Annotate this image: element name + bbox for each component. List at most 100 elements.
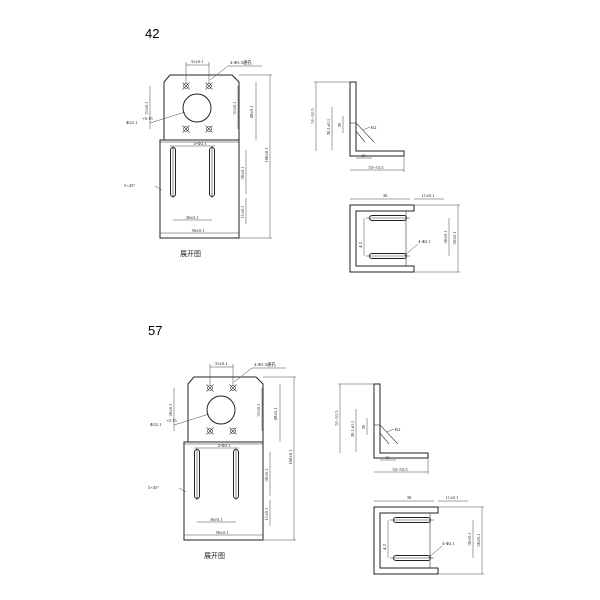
dim-side-height: 51~51.5	[334, 410, 339, 426]
dim-side-thickness: 13	[361, 153, 366, 158]
mounting-hole	[207, 428, 213, 434]
dim-slot-spacing: 30±0.1	[210, 517, 224, 522]
bottom-slot	[393, 517, 431, 523]
dim-bottom-slot-spec: 4-Φ2.1	[418, 239, 432, 244]
view-caption: 展开图	[204, 552, 225, 560]
bend-line	[355, 122, 375, 143]
hole-mark-line	[205, 125, 213, 133]
dim-side-length: 53~53.5	[392, 467, 408, 472]
bottom-profile	[349, 204, 415, 273]
bottom-slot	[369, 215, 407, 221]
leader-line	[403, 243, 419, 257]
hole-mark-line	[182, 125, 190, 133]
dim-left-offset: 21±0.1	[144, 101, 149, 115]
dim-hole-spacing: 31±0.1	[191, 59, 205, 64]
dim-bottom-pitch: 4.2	[382, 543, 387, 549]
dim-side-inner: 30.1±0.1	[326, 118, 331, 135]
dim-side-radius: R2	[371, 125, 377, 130]
dim-center-hole: Φ22.1	[126, 120, 138, 125]
hole-mark-line	[229, 384, 237, 392]
dim-bottom-slot-len: 30	[407, 495, 412, 500]
dim-center-tol: +0.15	[142, 116, 153, 121]
dim-bottom-slot-len: 30	[383, 193, 388, 198]
dim-side-length: 53~53.5	[368, 165, 384, 170]
bottom-profile	[373, 506, 439, 575]
leader-line	[178, 487, 187, 493]
dim-right-offset: 31±0.1	[232, 101, 237, 115]
dim-chamfer: 5×45°	[148, 485, 159, 490]
dim-side-depth: 20	[337, 122, 342, 127]
mounting-hole	[183, 126, 189, 132]
leader-line	[173, 413, 210, 426]
dim-chamfer: 5×45°	[124, 183, 135, 188]
bend-line	[379, 432, 390, 445]
mounting-hole	[230, 428, 236, 434]
dim-slot-bottom: 11±0.1	[264, 507, 269, 520]
dim-total-width: 50±0.1	[192, 228, 206, 233]
dim-side-radius: R2	[395, 427, 401, 432]
dim-slot-spacing: 30±0.1	[186, 215, 200, 220]
dim-slot-bottom: 11±0.1	[240, 205, 245, 218]
leader-line	[154, 185, 163, 191]
dim-left-offset: 20±0.1	[168, 403, 173, 417]
hole-mark-line	[206, 384, 214, 392]
dim-slot-length: 30±0.1	[240, 166, 245, 180]
dim-hole-spacing: 31±0.1	[215, 361, 229, 366]
leader-line	[427, 545, 443, 559]
dim-side-height: 51~51.5	[310, 108, 315, 124]
dim-side-depth: 20	[361, 424, 366, 429]
dim-bottom-edge: 11±0.1	[446, 495, 459, 500]
dim-total-height: 100±0.1	[288, 449, 293, 465]
center-hole	[206, 395, 236, 425]
side-profile	[373, 383, 429, 459]
leader-line	[362, 126, 371, 131]
bend-line	[379, 424, 399, 445]
dim-bottom-width: 50±0.1	[476, 533, 481, 547]
mounting-slot	[209, 147, 215, 197]
hole-mark-line	[206, 427, 214, 435]
bottom-slot	[393, 555, 431, 561]
dim-side-thickness: 13	[385, 455, 390, 460]
dim-upper-height: 49±0.1	[249, 105, 254, 119]
bottom-slot	[369, 253, 407, 259]
dim-hole-spec: 4-Φ3.5通孔	[230, 59, 253, 66]
center-hole	[182, 93, 212, 123]
hole-mark-line	[182, 82, 190, 90]
dim-center-tol: +0.15	[166, 418, 177, 423]
dim-bottom-height: 30±0.1	[467, 532, 472, 546]
mounting-slot	[194, 449, 200, 499]
dim-total-height: 100±0.1	[264, 147, 269, 163]
leader-line	[209, 65, 229, 81]
dim-hole-spec: 4-Φ3.5通孔	[254, 361, 277, 368]
dim-upper-height: 49±0.1	[273, 407, 278, 421]
flat-outline	[159, 74, 240, 239]
dim-bottom-edge: 11±0.1	[422, 193, 435, 198]
dim-side-inner: 30.1±0.1	[350, 420, 355, 437]
dim-bottom-pitch: 4.2	[358, 241, 363, 247]
mounting-hole	[206, 126, 212, 132]
hole-mark-line	[229, 427, 237, 435]
leader-line	[233, 367, 253, 383]
flat-outline	[183, 376, 264, 541]
dim-center-hole: Φ22.1	[150, 422, 162, 427]
dim-slot-length: 30±0.1	[264, 468, 269, 482]
side-profile	[349, 81, 405, 157]
dim-bottom-width: 50±0.1	[452, 231, 457, 245]
dim-bottom-height: 30±0.1	[443, 230, 448, 244]
dim-bottom-slot-spec: 4-Φ2.1	[442, 541, 456, 546]
dim-slot-width: 4-Φ2.1	[218, 443, 232, 448]
bend-line	[355, 130, 366, 143]
dim-total-width: 50±0.1	[216, 530, 230, 535]
mounting-slot	[233, 449, 239, 499]
leader-line	[149, 111, 186, 124]
dim-right-offset: 31±0.1	[256, 403, 261, 417]
dim-slot-width: 4-Φ2.1	[194, 141, 208, 146]
mounting-slot	[170, 147, 176, 197]
view-caption: 展开图	[180, 250, 201, 258]
leader-line	[386, 428, 395, 433]
section-label: 57	[148, 323, 162, 338]
hole-mark-line	[205, 82, 213, 90]
